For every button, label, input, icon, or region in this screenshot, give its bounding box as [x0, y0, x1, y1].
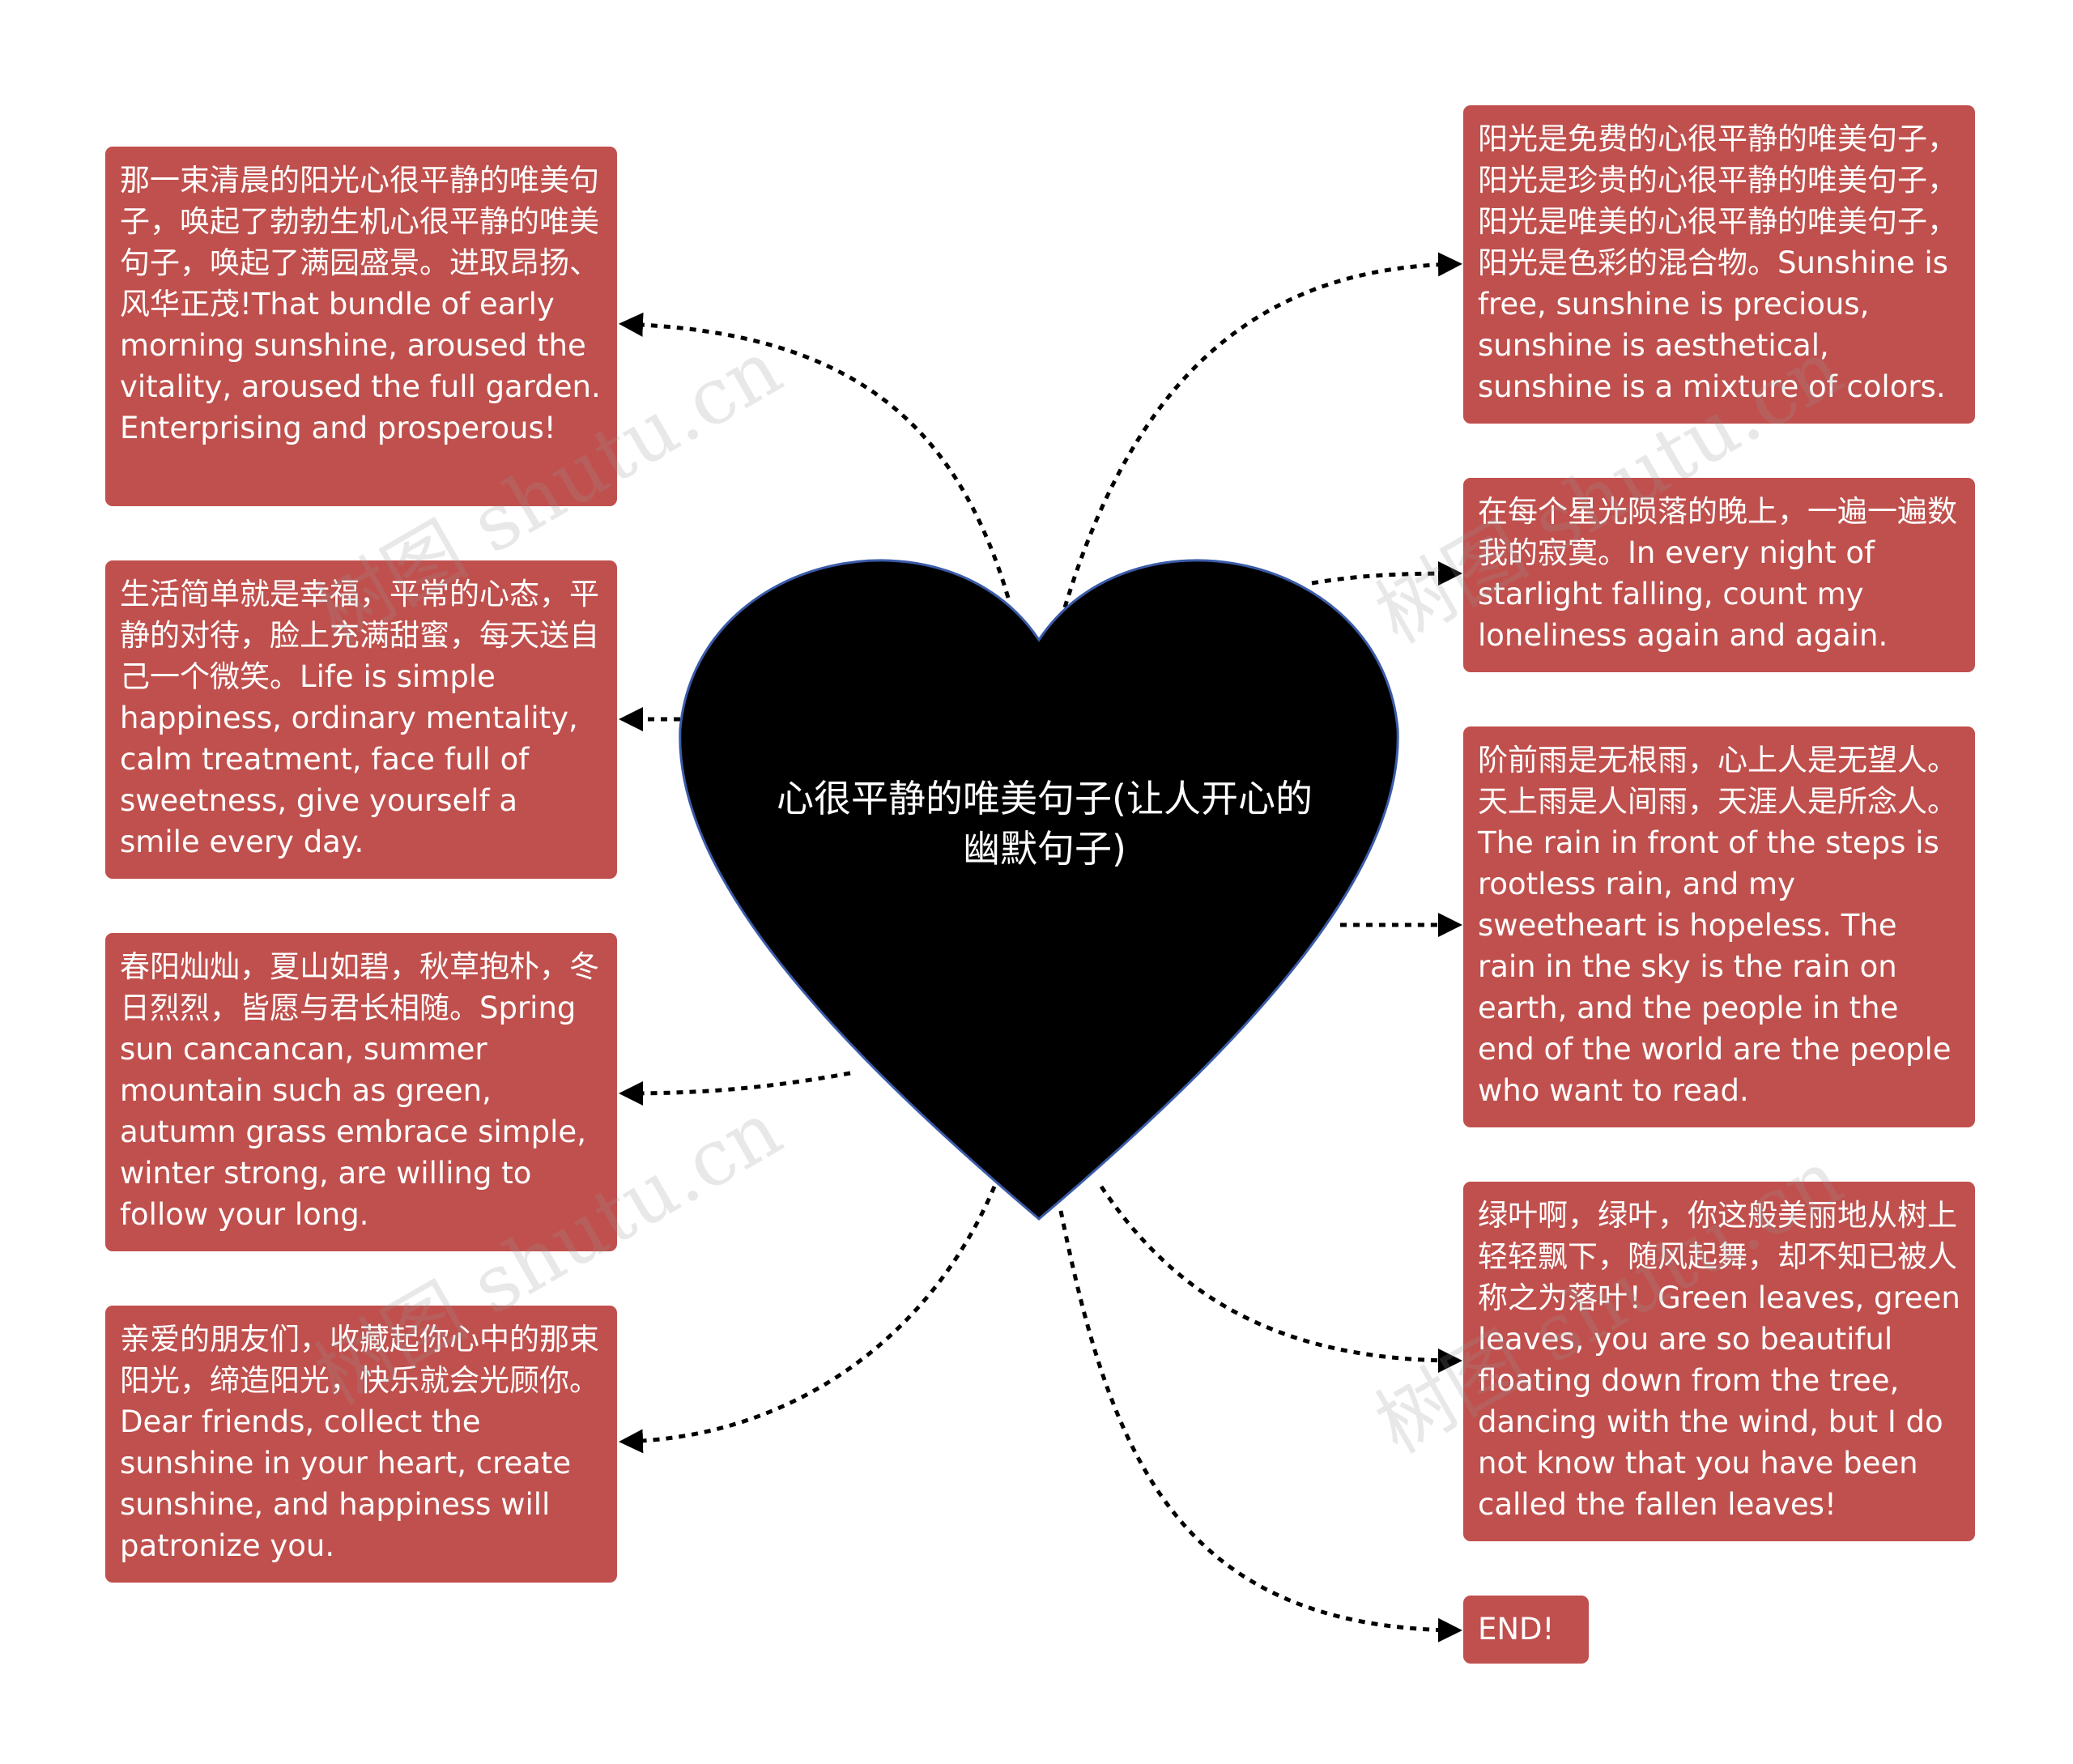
connector-right-4 — [1099, 1185, 1462, 1373]
connector-right-1 — [1062, 252, 1462, 608]
connector-left-3 — [619, 1071, 851, 1106]
topic-right-1[interactable]: 阳光是免费的心很平静的唯美句子，阳光是珍贵的心很平静的唯美句子，阳光是唯美的心很… — [1463, 105, 1975, 424]
topic-left-4[interactable]: 亲爱的朋友们，收藏起你心中的那束阳光，缔造阳光，快乐就会光顾你。Dear fri… — [105, 1306, 617, 1583]
topic-right-4[interactable]: 绿叶啊，绿叶，你这般美丽地从树上轻轻飘下，随风起舞，却不知已被人称之为落叶！Gr… — [1463, 1182, 1975, 1541]
connector-left-1 — [619, 312, 1011, 599]
central-heart-node[interactable] — [679, 559, 1399, 1221]
connector-left-4 — [619, 1186, 997, 1454]
central-topic-title: 心很平静的唯美句子(让人开心的幽默句子) — [777, 777, 1313, 871]
connector-right-2 — [1311, 561, 1462, 586]
topic-right-3[interactable]: 阶前雨是无根雨，心上人是无望人。天上雨是人间雨，天涯人是所念人。The rain… — [1463, 726, 1975, 1127]
topic-left-3[interactable]: 春阳灿灿，夏山如碧，秋草抱朴，冬日烈烈，皆愿与君长相随。Spring sun c… — [105, 933, 617, 1251]
connector-right-5 — [1058, 1210, 1462, 1643]
topic-left-2[interactable]: 生活简单就是幸福，平常的心态，平静的对待，脸上充满甜蜜，每天送自己一个微笑。Li… — [105, 560, 617, 879]
topic-left-1[interactable]: 那一束清晨的阳光心很平静的唯美句子，唤起了勃勃生机心很平静的唯美句子，唤起了满园… — [105, 147, 617, 506]
topic-right-5[interactable]: END! — [1463, 1596, 1589, 1664]
topic-right-2[interactable]: 在每个星光陨落的晚上，一遍一遍数我的寂寞。In every night of s… — [1463, 478, 1975, 672]
connectors — [619, 252, 1462, 1643]
